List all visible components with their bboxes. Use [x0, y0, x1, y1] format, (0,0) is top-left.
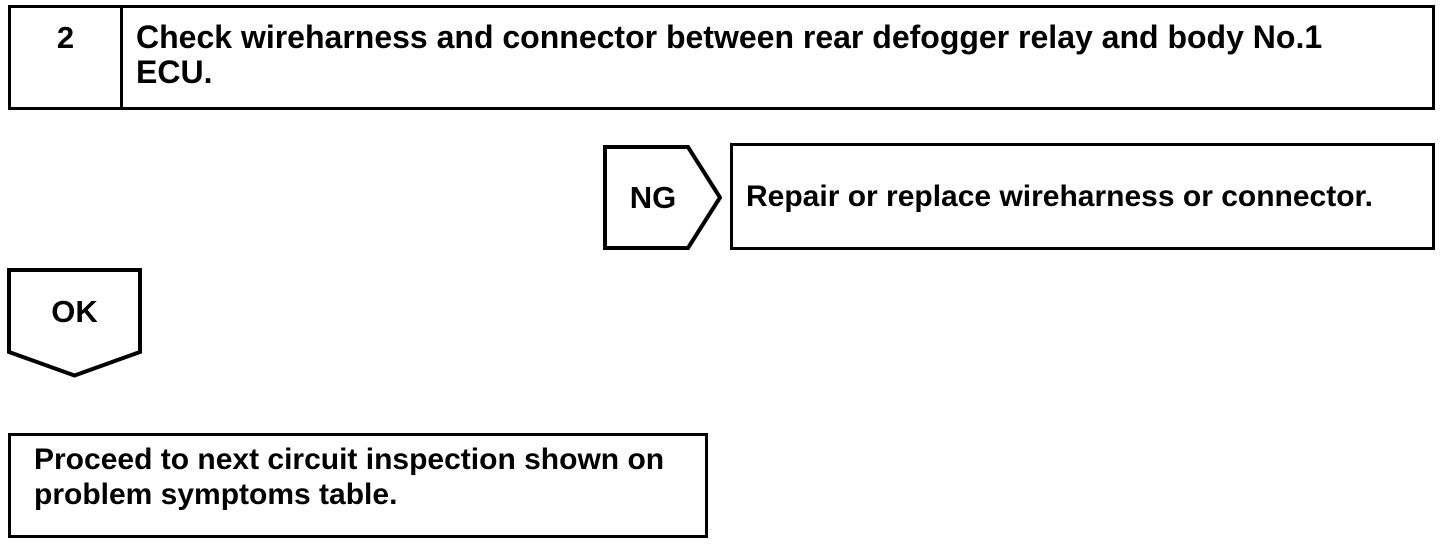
ng-action-text: Repair or replace wireharness or connect… [746, 180, 1373, 213]
ok-result-box: Proceed to next circuit inspection shown… [8, 433, 708, 538]
ng-label: NG [629, 180, 677, 215]
ng-pentagon-icon [603, 145, 722, 250]
ng-connector: NG [603, 145, 722, 250]
step-number-cell: 2 [11, 8, 123, 107]
ok-result-text: Proceed to next circuit inspection shown… [34, 443, 665, 511]
ok-pentagon-icon [7, 268, 142, 378]
step-number: 2 [56, 20, 75, 55]
step-box: 2 Check wireharness and connector betwee… [8, 5, 1435, 110]
ok-label: OK [51, 293, 98, 329]
ng-action-box: Repair or replace wireharness or connect… [730, 143, 1435, 250]
ok-connector: OK [7, 268, 142, 378]
step-instruction: Check wireharness and connector between … [136, 19, 1323, 90]
